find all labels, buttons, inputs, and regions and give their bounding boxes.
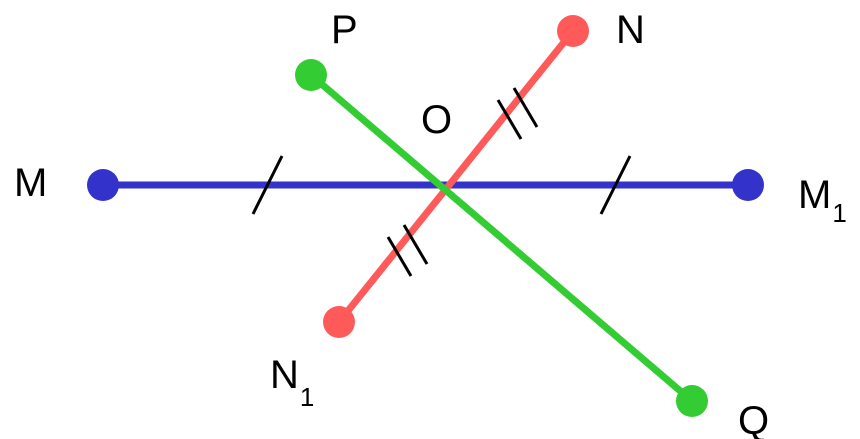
label-n1-sub: 1 [300,382,314,412]
point-n1 [323,306,355,338]
label-m1: M1 [798,173,847,228]
segment-n-n1 [336,28,576,325]
label-q: Q [738,399,769,439]
point-m [87,169,119,201]
label-m: M [14,161,47,205]
tick-mark-mo [251,155,284,215]
double-tick-on1-1 [386,236,413,277]
label-m1-sub: 1 [832,198,846,228]
label-n1-base: N [270,353,299,397]
double-tick-on1-2 [402,224,429,265]
label-n1: N1 [270,353,314,412]
label-o: O [421,98,452,142]
tick-mark-om1 [599,155,632,215]
point-p [295,59,327,91]
label-m1-base: M [798,173,831,217]
point-n [557,15,589,47]
double-tick-no-2 [512,87,539,128]
label-n: N [616,8,645,52]
label-p: P [331,8,358,52]
double-tick-no-1 [496,99,523,140]
point-q [676,385,708,417]
point-m1 [732,169,764,201]
segment-p-q [308,72,695,404]
